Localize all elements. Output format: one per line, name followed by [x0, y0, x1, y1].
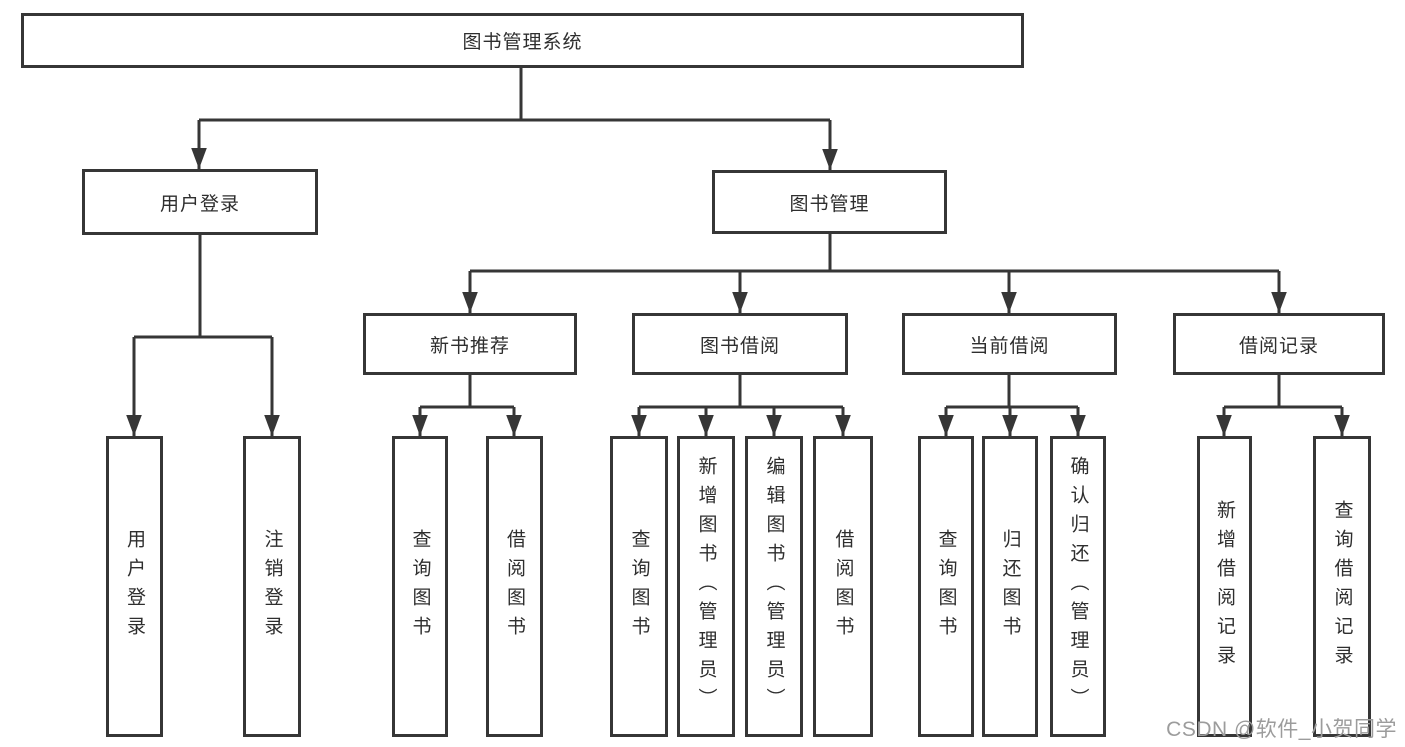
node-new-book-recommend: 新书推荐	[363, 313, 577, 375]
leaf-user-login: 用户登录	[106, 436, 163, 737]
csdn-watermark: CSDN @软件_小贺同学	[1166, 718, 1397, 741]
node-current-borrowing: 当前借阅	[902, 313, 1117, 375]
node-borrowing-records: 借阅记录	[1173, 313, 1385, 375]
leaf-return-books: 归还图书	[982, 436, 1038, 737]
leaf-edit-books-admin: 编辑图书（管理员）	[745, 436, 803, 737]
leaf-query-books-recommend: 查询图书	[392, 436, 448, 737]
node-user-login: 用户登录	[82, 169, 318, 235]
leaf-borrow-books-recommend: 借阅图书	[486, 436, 543, 737]
leaf-add-borrow-record: 新增借阅记录	[1197, 436, 1252, 737]
leaf-query-books-current: 查询图书	[918, 436, 974, 737]
node-book-borrowing: 图书借阅	[632, 313, 848, 375]
leaf-confirm-return-admin: 确认归还（管理员）	[1050, 436, 1106, 737]
leaf-borrow-books-borrowing: 借阅图书	[813, 436, 873, 737]
leaf-query-borrow-record: 查询借阅记录	[1313, 436, 1371, 737]
leaf-logout: 注销登录	[243, 436, 301, 737]
node-book-management: 图书管理	[712, 170, 947, 234]
leaf-query-books-borrowing: 查询图书	[610, 436, 668, 737]
leaf-add-books-admin: 新增图书（管理员）	[677, 436, 735, 737]
node-root: 图书管理系统	[21, 13, 1024, 68]
